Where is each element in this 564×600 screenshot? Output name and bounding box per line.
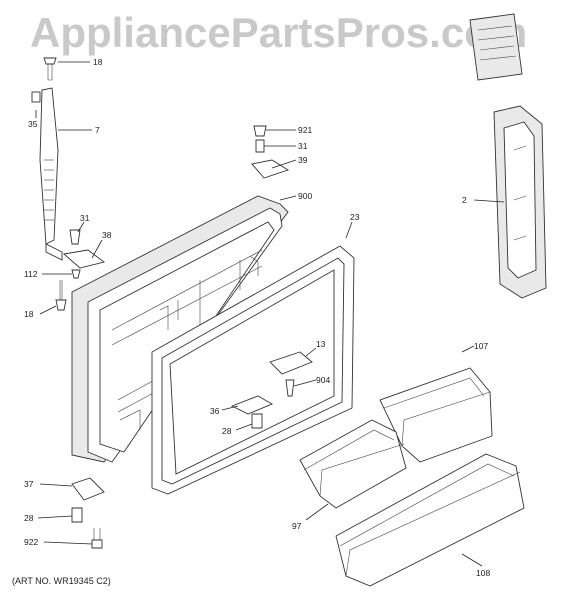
art-number: (ART NO. WR19345 C2) — [12, 576, 111, 586]
shim-38 — [62, 249, 106, 269]
callout-904: 904 — [316, 375, 330, 385]
callout-36: 36 — [210, 406, 220, 416]
callout-900: 900 — [298, 191, 312, 201]
callout-922: 922 — [24, 537, 38, 547]
bushing-28-low — [71, 507, 83, 523]
screw-904 — [285, 379, 295, 397]
plug-35 — [31, 91, 41, 103]
hinge-7 — [39, 87, 63, 261]
cap-921 — [253, 125, 267, 137]
callout-108: 108 — [476, 568, 490, 578]
callout-7: 7 — [95, 125, 100, 135]
bracket-36 — [230, 395, 274, 415]
bin-97 — [299, 419, 407, 509]
bushing-28-mid — [251, 413, 263, 429]
pin-922 — [91, 528, 103, 549]
callout-28-low: 28 — [24, 513, 34, 523]
shim-39 — [251, 159, 290, 179]
callout-18-top: 18 — [93, 57, 103, 67]
callout-39: 39 — [298, 155, 308, 165]
callout-23: 23 — [350, 212, 360, 222]
callout-97: 97 — [292, 521, 302, 531]
callout-labels: 18 35 7 31 38 112 18 921 31 39 900 23 2 … — [24, 57, 490, 578]
screw-18-left — [55, 280, 67, 311]
callout-18-left: 18 — [24, 309, 34, 319]
door-gasket-23 — [151, 245, 355, 495]
callout-28-mid: 28 — [222, 426, 232, 436]
callout-107: 107 — [474, 341, 488, 351]
bin-108 — [335, 453, 525, 587]
screw-112 — [71, 269, 81, 279]
callout-2: 2 — [462, 195, 467, 205]
bin-107 — [379, 367, 493, 463]
leader-lines — [35, 61, 505, 567]
screw-18-top — [43, 57, 57, 81]
callout-13: 13 — [316, 339, 326, 349]
washer-31-top — [255, 139, 265, 153]
callout-38: 38 — [102, 230, 112, 240]
callout-31-left: 31 — [80, 213, 90, 223]
callout-921: 921 — [298, 125, 312, 135]
bracket-37 — [71, 477, 105, 501]
callout-31-top: 31 — [298, 141, 308, 151]
washer-31-left — [69, 229, 81, 245]
bracket-13 — [269, 351, 313, 375]
handle-2 — [493, 105, 547, 299]
watermark: AppliancePartsPros.com — [30, 9, 528, 56]
literature-card — [469, 13, 523, 81]
callout-112: 112 — [24, 269, 38, 279]
callout-37: 37 — [24, 479, 34, 489]
callout-35: 35 — [28, 119, 38, 129]
